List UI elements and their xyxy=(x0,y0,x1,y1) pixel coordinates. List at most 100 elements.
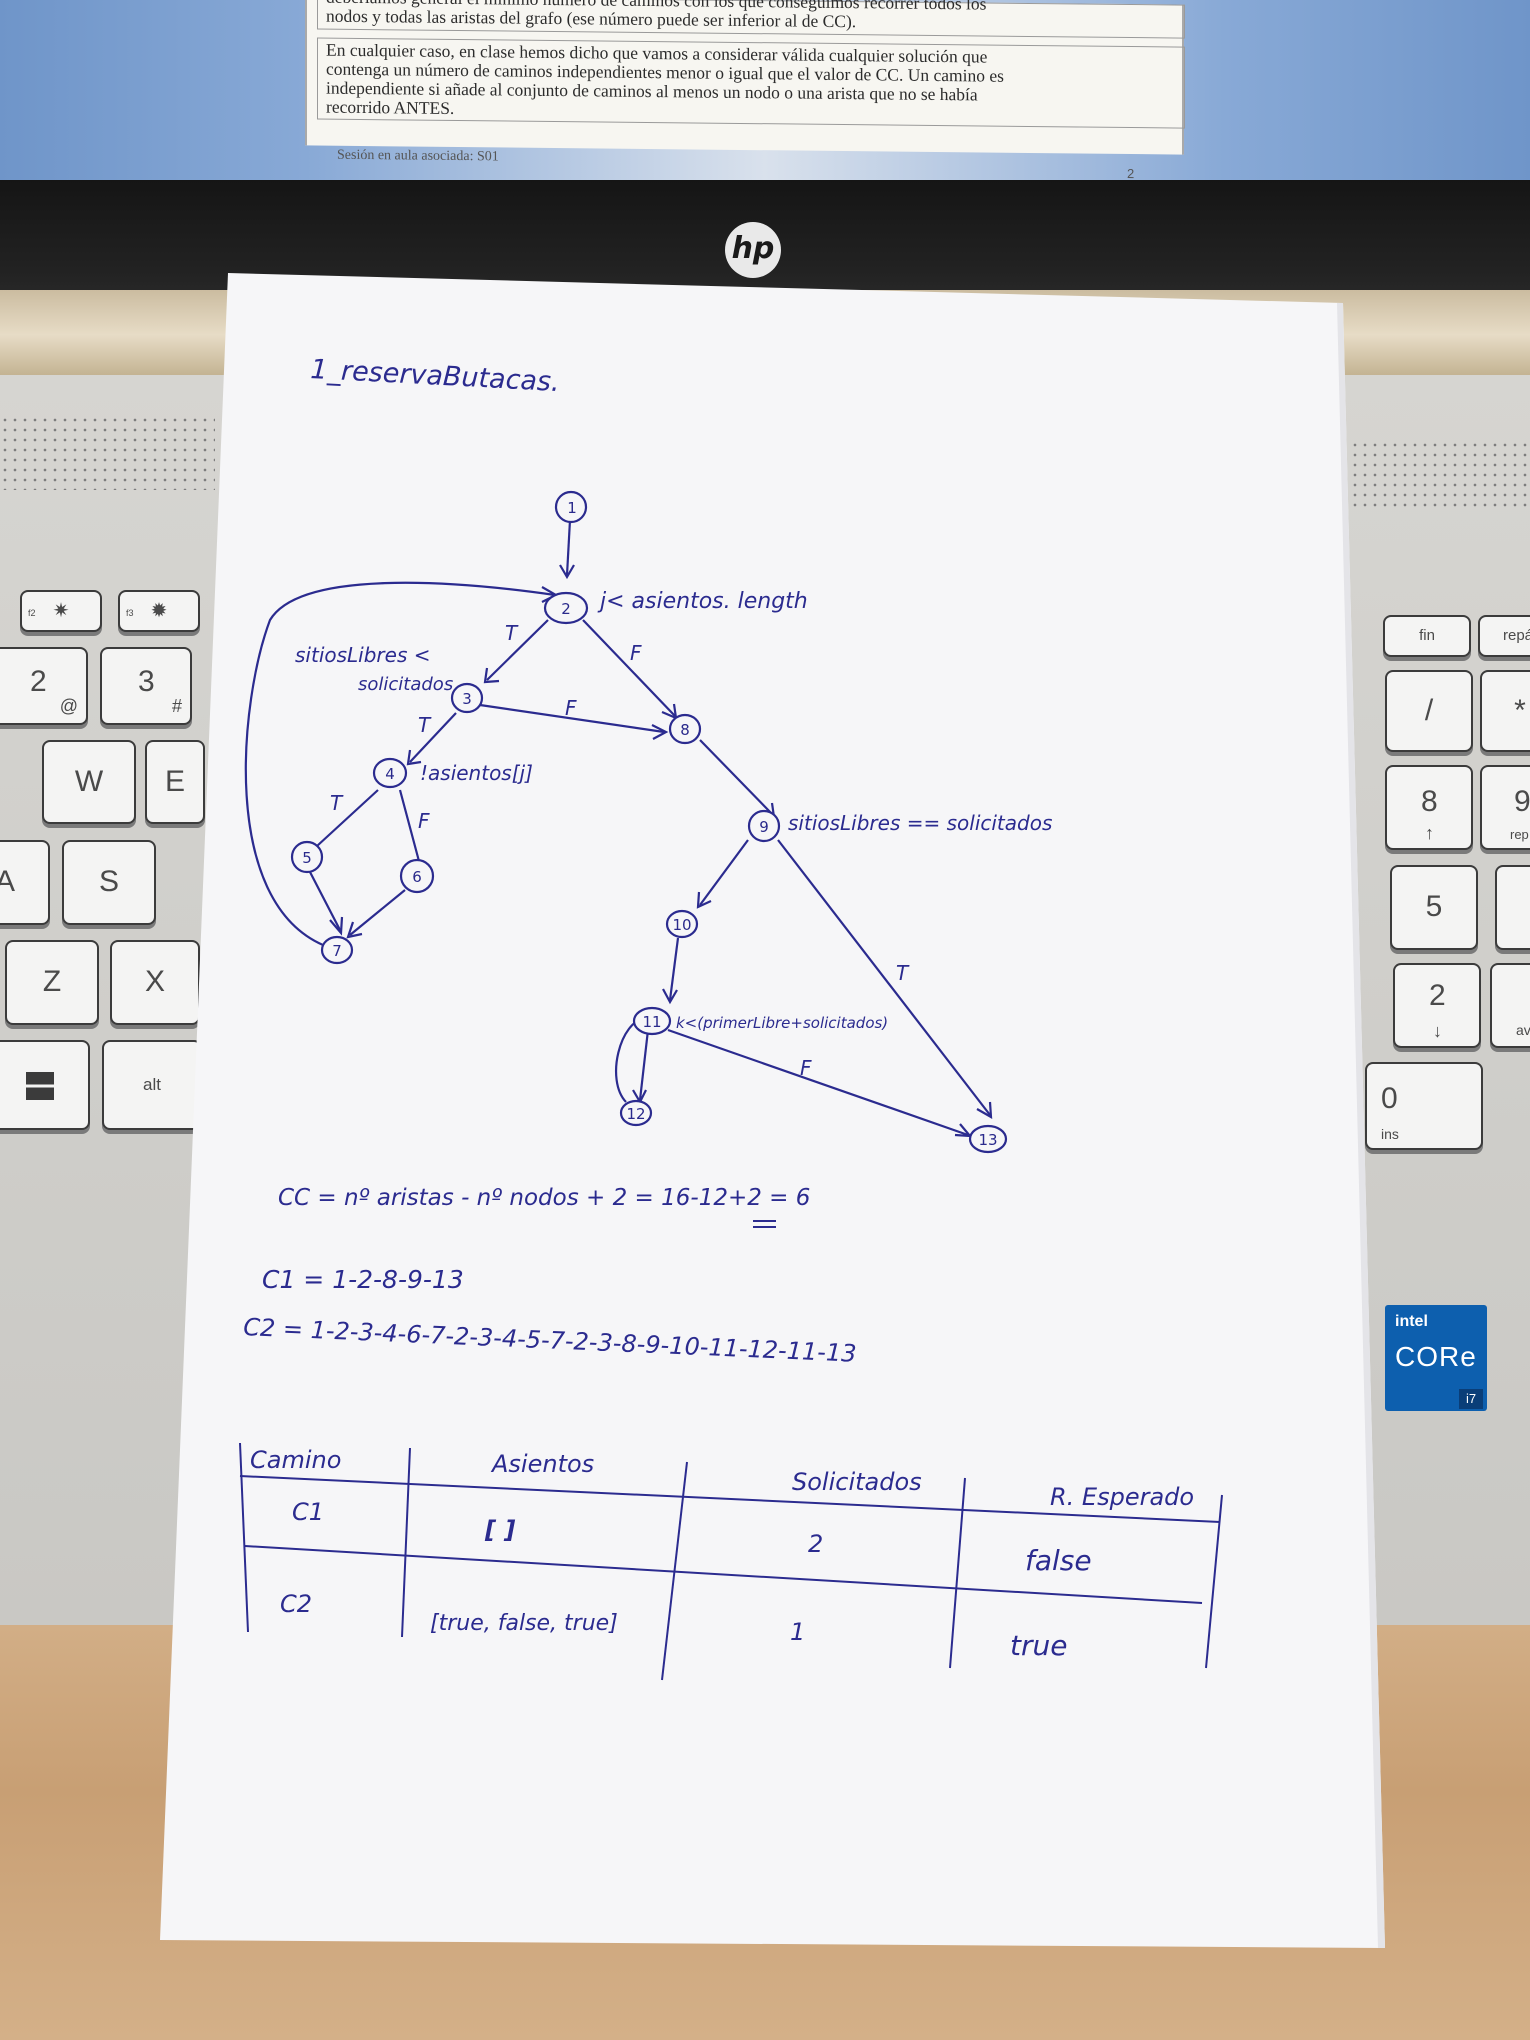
flow-graph-edge-labels: T F T F T F T F xyxy=(330,621,910,1080)
key-s[interactable]: S xyxy=(62,840,156,925)
table-row-rule xyxy=(244,1545,1203,1604)
graph-node-9 xyxy=(747,809,781,843)
edge-6-7-arrow xyxy=(346,921,363,939)
key-asterisk[interactable]: * xyxy=(1480,670,1530,752)
graph-node-13 xyxy=(968,1124,1008,1154)
edge-3-8 xyxy=(479,703,665,734)
table-header-solicitados: Solicitados xyxy=(792,1468,922,1496)
edge-3-8-arrow xyxy=(651,724,669,740)
key-f3[interactable]: ✹f3 xyxy=(118,590,200,632)
key-windows[interactable] xyxy=(0,1040,90,1130)
test-table-text: Camino Asientos Solicitados R. Esperado … xyxy=(250,1446,1194,1662)
edge-9-10-arrow xyxy=(696,891,712,909)
edge-label-4-5: T xyxy=(330,791,344,815)
key-repag[interactable]: repá xyxy=(1478,615,1530,657)
graph-node-12 xyxy=(619,1099,653,1127)
key-slash[interactable]: / xyxy=(1385,670,1473,752)
edge-3-4 xyxy=(409,712,457,763)
graph-node-7 xyxy=(320,935,354,965)
edge-label-3-4: T xyxy=(418,713,432,737)
edge-8-9 xyxy=(699,739,774,816)
table-header-rule xyxy=(239,1475,1221,1523)
table-cell-c2-solicitados: 1 xyxy=(790,1618,805,1646)
graph-node-11 xyxy=(632,1006,672,1036)
edge-11-12 xyxy=(638,1029,650,1101)
node-label: 10 xyxy=(672,916,691,934)
table-header-resultado: R. Esperado xyxy=(1050,1483,1194,1511)
graph-node-1 xyxy=(554,490,588,524)
key-3[interactable]: 3# xyxy=(100,647,192,725)
graph-node-6 xyxy=(399,858,435,894)
edge-5-7-arrow xyxy=(329,916,344,936)
condition-node-11: k<(primerLibre+solicitados) xyxy=(676,1014,888,1032)
hp-logo: hp xyxy=(725,222,781,278)
key-f2[interactable]: ✷f2 xyxy=(20,590,102,632)
key-2[interactable]: 2@ xyxy=(0,647,88,725)
windows-icon xyxy=(26,1072,54,1101)
flow-graph-edges xyxy=(244,519,993,1138)
table-cell-c1-asientos: [ ] xyxy=(484,1516,515,1544)
node-label: 4 xyxy=(385,765,395,783)
edge-9-13-arrow xyxy=(976,1101,993,1119)
graph-node-5 xyxy=(290,840,324,874)
key-z[interactable]: Z xyxy=(5,940,99,1025)
flow-graph-conditions: j< asientos. length sitiosLibres < solic… xyxy=(295,589,1052,1032)
table-cell-c1-solicitados: 2 xyxy=(808,1530,823,1558)
edge-3-4-arrow xyxy=(406,749,422,766)
key-a[interactable]: A xyxy=(0,840,50,925)
edge-label-9-13: T xyxy=(896,961,910,985)
edge-2-8 xyxy=(582,619,676,717)
edge-2-3-arrow xyxy=(483,667,500,684)
table-cell-c1-resultado: false xyxy=(1025,1544,1092,1577)
paper-shape xyxy=(160,273,1385,1948)
intel-brand: intel xyxy=(1395,1313,1428,1330)
graph-node-3 xyxy=(450,682,484,714)
node-label: 13 xyxy=(978,1131,997,1149)
node-label: 11 xyxy=(642,1013,661,1031)
core-text: CORe xyxy=(1395,1341,1477,1372)
laptop-screen: deberíamos general el mínimo número de c… xyxy=(0,0,1530,205)
node-label: 7 xyxy=(332,942,342,960)
node-label: 8 xyxy=(680,721,690,739)
graph-node-8 xyxy=(668,713,702,745)
intel-core-i7-badge: intel CORe i7 xyxy=(1385,1305,1487,1411)
key-5[interactable]: 5 xyxy=(1390,865,1478,950)
condition-node-3-b: solicitados xyxy=(358,674,453,695)
table-col-divider-1 xyxy=(401,1447,411,1638)
key-w[interactable]: W xyxy=(42,740,136,824)
test-table-grid xyxy=(239,1442,1223,1681)
flow-graph-nodes xyxy=(290,490,1008,1154)
node-label: 6 xyxy=(412,868,422,886)
condition-node-2: j< asientos. length xyxy=(597,589,808,614)
key-fin[interactable]: fin xyxy=(1383,615,1471,657)
node-label: 12 xyxy=(626,1105,645,1123)
graph-node-2 xyxy=(543,591,589,625)
edge-10-11-arrow xyxy=(662,988,678,1005)
node-label: 3 xyxy=(462,690,472,708)
edge-4-5 xyxy=(316,789,379,847)
node-label: 9 xyxy=(759,818,769,836)
edge-1-2 xyxy=(565,519,572,576)
tier-text: i7 xyxy=(1459,1389,1483,1409)
table-cell-c1-camino: C1 xyxy=(292,1498,324,1526)
key-2-down[interactable]: 2↓ xyxy=(1393,963,1481,1048)
edge-9-10 xyxy=(699,839,749,906)
key-alt[interactable]: alt xyxy=(102,1040,202,1130)
edge-7-2 xyxy=(244,581,556,947)
key-e[interactable]: E xyxy=(145,740,205,824)
table-header-asientos: Asientos xyxy=(490,1450,594,1478)
table-cell-c2-resultado: true xyxy=(1010,1629,1067,1662)
graph-node-10 xyxy=(665,909,699,939)
key-x[interactable]: X xyxy=(110,940,200,1025)
key-8-up[interactable]: 8↑ xyxy=(1385,765,1473,850)
edge-label-2-8: F xyxy=(630,641,642,665)
key-right-edge[interactable] xyxy=(1495,865,1530,950)
key-avpag[interactable]: av xyxy=(1490,963,1530,1048)
node-label: 2 xyxy=(561,600,571,618)
condition-node-3-a: sitiosLibres < xyxy=(295,643,431,667)
